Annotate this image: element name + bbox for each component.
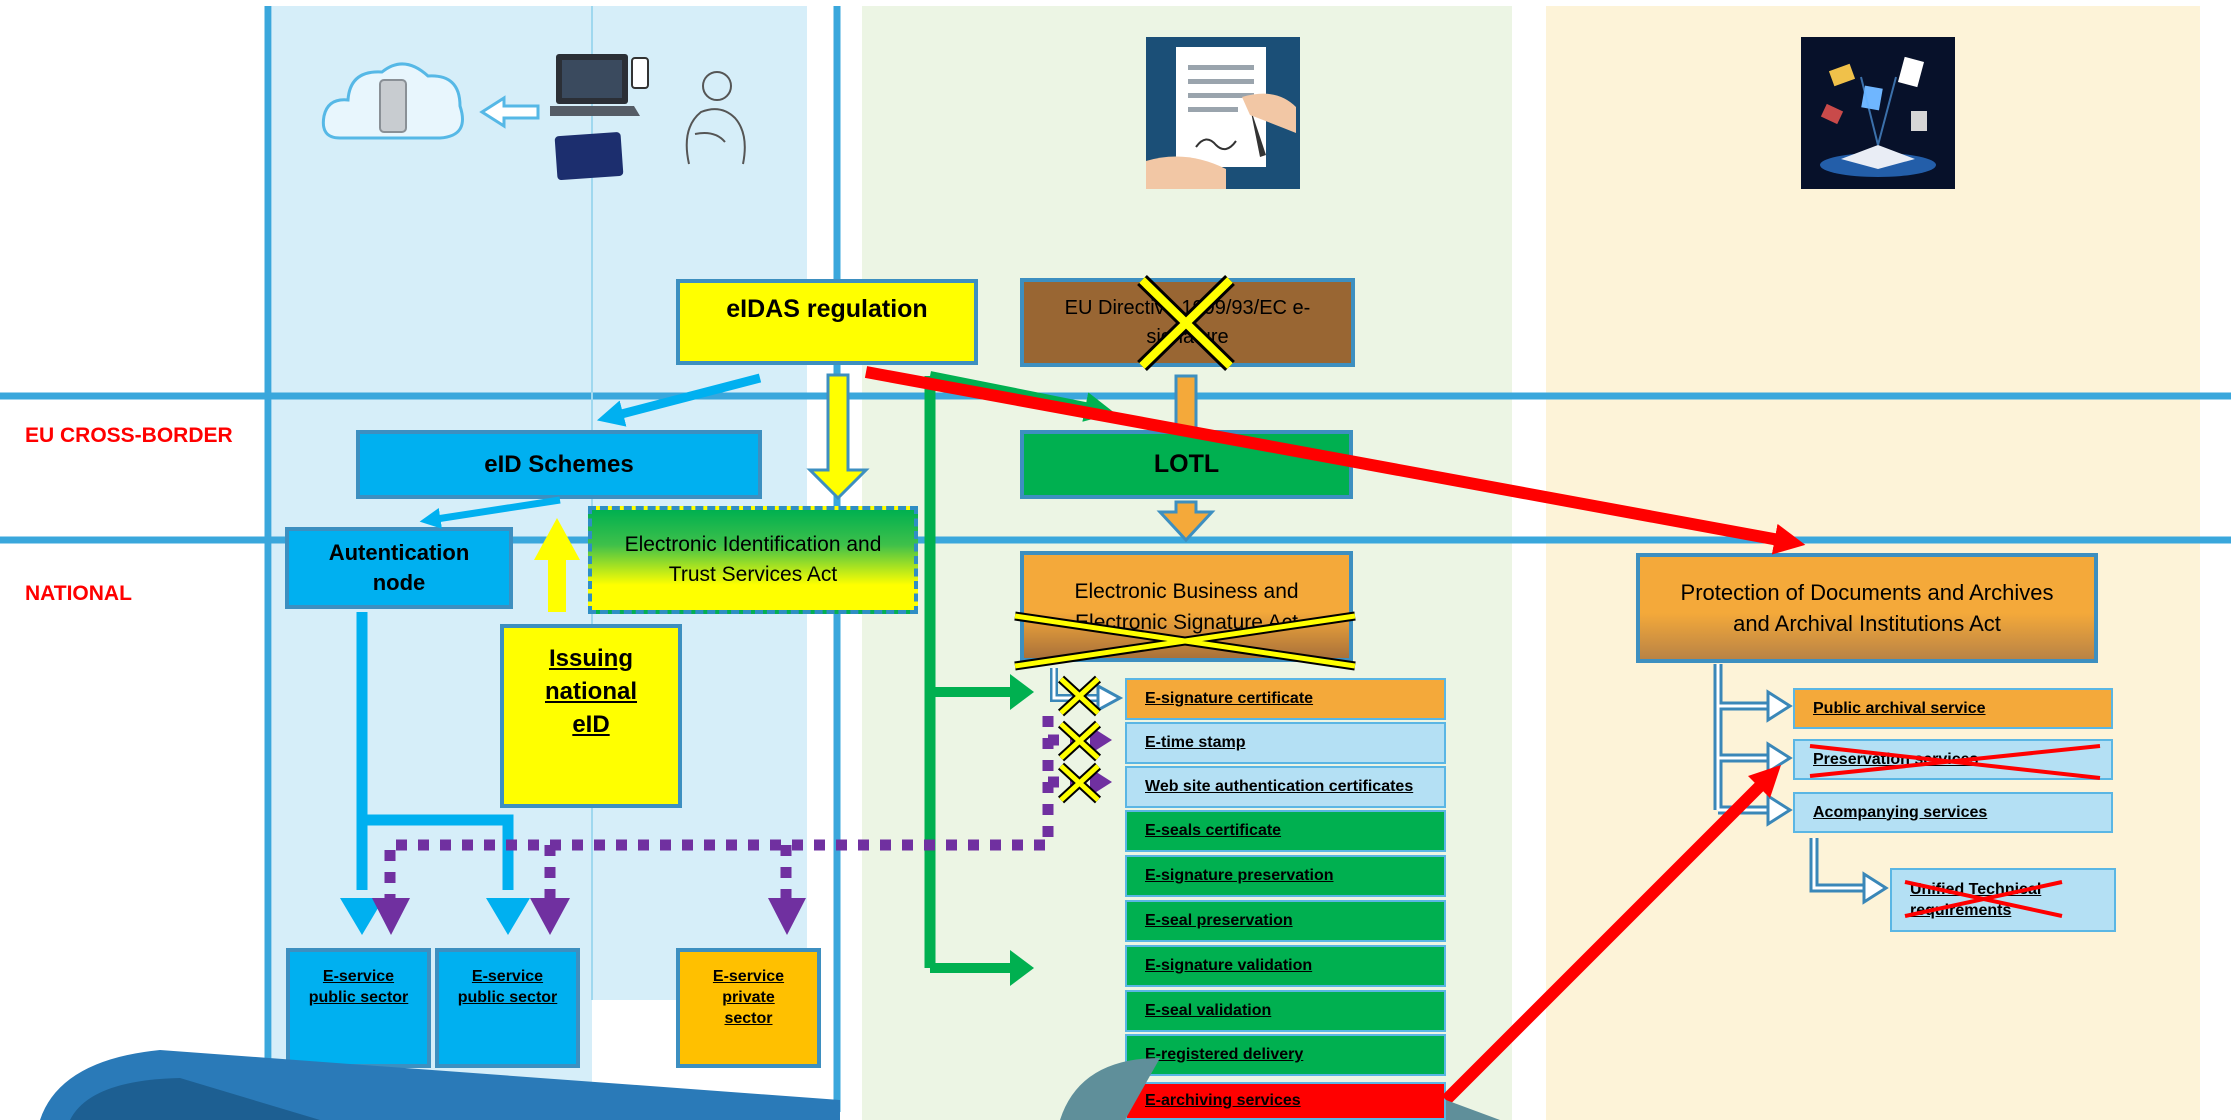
issuing-national-eid-link[interactable]: Issuing national eID (544, 645, 637, 738)
service-e-signature-preservation: E-signature preservation (1125, 855, 1446, 897)
eidas-regulation-label: eIDAS regulation (726, 295, 928, 323)
service-e-signature-certificate-link[interactable]: E-signature certificate (1145, 690, 1314, 707)
service-web-site-auth-certificates-link[interactable]: Web site authentication certificates (1145, 778, 1414, 795)
unified-technical-requirements: Unified Technical requirements (1890, 868, 2116, 932)
service-accompanying: Acompanying services (1793, 792, 2113, 833)
eid-trust-services-act-box: Electronic Identification and Trust Serv… (588, 506, 918, 614)
service-e-registered-delivery: E-registered delivery (1125, 1034, 1446, 1076)
service-e-archiving-services-link[interactable]: E-archiving services (1145, 1092, 1301, 1109)
user-icon (685, 71, 746, 165)
decorative-bottom-shapes (40, 1050, 1500, 1120)
yellow-arrows (534, 373, 870, 612)
eservice-public-sector-link-1[interactable]: E-service public sector (308, 968, 409, 1006)
service-accompanying-link[interactable]: Acompanying services (1813, 803, 1988, 821)
service-e-seal-validation-link[interactable]: E-seal validation (1145, 1002, 1272, 1019)
service-e-seal-preservation-link[interactable]: E-seal preservation (1145, 912, 1293, 929)
service-e-seals-certificate: E-seals certificate (1125, 810, 1446, 852)
green-arrows (924, 371, 1115, 986)
eservice-private-sector-box: E-service private sector (676, 948, 821, 1068)
right-pointer-arrows (1713, 664, 1889, 905)
devices-icon (550, 54, 649, 181)
orange-arrows (1156, 374, 1216, 543)
archives-act-label: Protection of Documents and Archives and… (1680, 580, 2054, 636)
service-e-seal-preservation: E-seal preservation (1125, 900, 1446, 942)
document-signing-icon (1146, 37, 1300, 189)
eservice-public-sector-box-1: E-service public sector (286, 948, 431, 1068)
service-public-archival-link[interactable]: Public archival service (1813, 699, 1986, 717)
blue-arrows (340, 373, 762, 935)
cross-mark-icon (1014, 274, 2101, 918)
cloud-server-icon (321, 62, 464, 140)
service-e-signature-validation-link[interactable]: E-signature validation (1145, 957, 1313, 974)
digital-library-icon (1801, 37, 1955, 189)
eservice-private-sector-link[interactable]: E-service private sector (712, 968, 785, 1027)
authentication-node-box: Autentication node (285, 527, 513, 609)
row-label-eu-cross-border: EU CROSS-BORDER (25, 424, 233, 447)
issuing-national-eid-box: Issuing national eID (500, 624, 682, 808)
eservice-public-sector-link-2[interactable]: E-service public sector (457, 968, 558, 1006)
service-e-signature-validation: E-signature validation (1125, 945, 1446, 987)
red-arrows (864, 366, 1806, 1105)
service-web-site-auth-certificates: Web site authentication certificates (1125, 766, 1446, 808)
eid-schemes-label: eID Schemes (484, 450, 634, 478)
service-e-seals-certificate-link[interactable]: E-seals certificate (1145, 822, 1282, 839)
eservice-public-sector-box-2: E-service public sector (435, 948, 580, 1068)
service-e-archiving-services: E-archiving services (1125, 1082, 1446, 1120)
service-e-time-stamp: E-time stamp (1125, 722, 1446, 764)
lotl-label: LOTL (1153, 450, 1220, 478)
row-label-national: NATIONAL (25, 582, 132, 605)
arrow-left-icon (479, 95, 540, 129)
service-e-signature-preservation-link[interactable]: E-signature preservation (1145, 867, 1334, 884)
service-e-seal-validation: E-seal validation (1125, 990, 1446, 1032)
archives-act-box: Protection of Documents and Archives and… (1636, 553, 2098, 663)
service-public-archival: Public archival service (1793, 688, 2113, 729)
eid-trust-services-act-label: Electronic Identification and Trust Serv… (624, 533, 882, 586)
service-e-time-stamp-link[interactable]: E-time stamp (1145, 734, 1246, 751)
authentication-node-label: Autentication node (328, 540, 470, 595)
service-e-registered-delivery-link[interactable]: E-registered delivery (1145, 1046, 1304, 1063)
ebesa-label: Electronic Business and Electronic Signa… (1074, 579, 1299, 634)
service-e-signature-certificate: E-signature certificate (1125, 678, 1446, 720)
purple-dotted-connector (372, 716, 1112, 935)
eidas-regulation-box: eIDAS regulation (676, 279, 978, 365)
